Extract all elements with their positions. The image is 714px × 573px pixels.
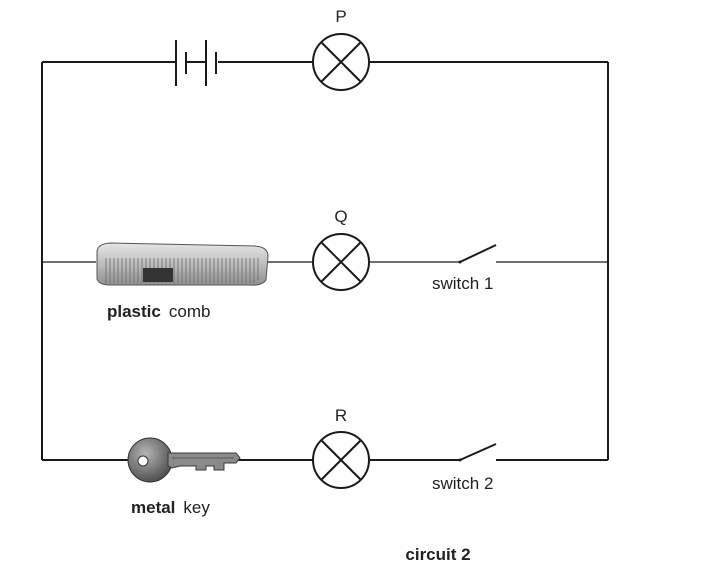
circuit-wires (41, 61, 609, 461)
lamp-r (312, 431, 370, 489)
key-label-rest: key (183, 498, 210, 517)
key-icon (127, 437, 241, 483)
lamp-q-label: Q (334, 207, 347, 226)
diagram-caption: circuit 2 (405, 545, 470, 564)
lamp-r-label: R (335, 406, 347, 425)
comb-label-rest: comb (169, 302, 211, 321)
comb-label: plastic comb (107, 302, 210, 321)
battery-icon (175, 40, 217, 86)
lamp-q (312, 233, 370, 291)
switch-2-label: switch 2 (432, 474, 493, 493)
switch-2-icon (458, 443, 497, 462)
switch-1-label: switch 1 (432, 274, 493, 293)
comb-icon (96, 242, 269, 286)
key-label-bold: metal (131, 498, 175, 517)
key-label: metal key (131, 498, 210, 517)
comb-label-bold: plastic (107, 302, 161, 321)
lamp-p-label: P (335, 7, 346, 26)
switch-1-icon (458, 244, 497, 264)
lamp-p (312, 33, 370, 91)
